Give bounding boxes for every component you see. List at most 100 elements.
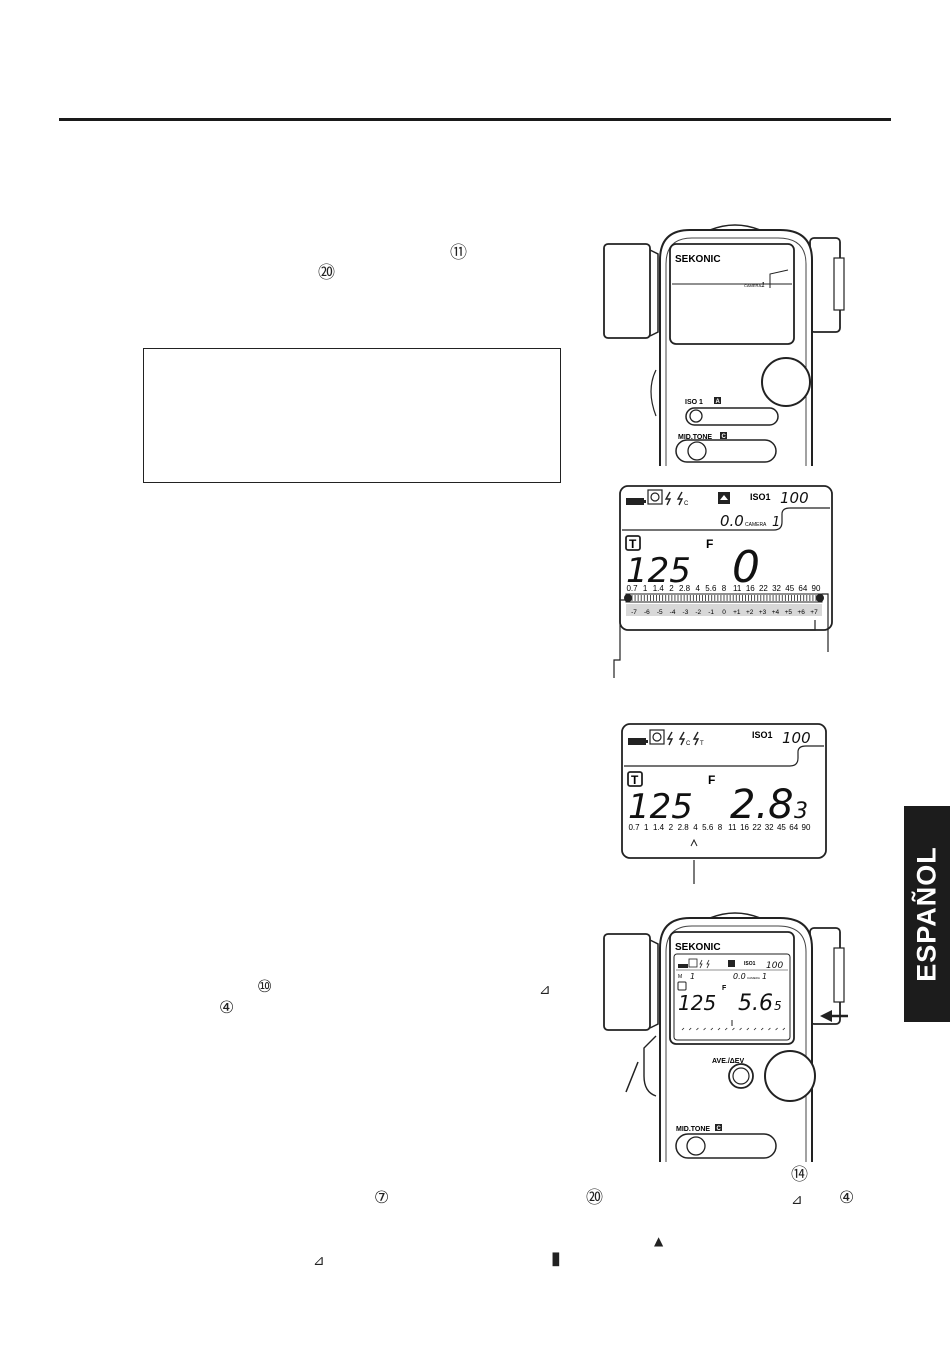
callout-20b: ⑳ bbox=[586, 1188, 603, 1208]
delta-symbol: ⊿ bbox=[539, 982, 551, 998]
lcd2-fstop-label-4: 2.8 bbox=[678, 823, 690, 832]
lcd1-ev-label-4: -3 bbox=[683, 609, 689, 616]
lcd2-aperture-tenths: 3 bbox=[794, 799, 808, 824]
callout-4: ④ bbox=[219, 998, 235, 1018]
lcd2-fstop-label-5: 4 bbox=[693, 823, 698, 832]
brand-logo: SEKONIC bbox=[675, 942, 721, 953]
svg-text:C: C bbox=[684, 501, 689, 507]
lcd2-aperture: 2.8 bbox=[730, 782, 794, 828]
lcd1-ev-label-10: +3 bbox=[759, 609, 767, 616]
lcd1-shutter: 125 bbox=[626, 551, 691, 591]
callout-14: ⑭ bbox=[791, 1165, 808, 1185]
meter-illustration-top: SEKONIC CAMERA 1 ISO 1 A MID.TONE C bbox=[603, 224, 845, 466]
lcd1-fstop-label-4: 2.8 bbox=[679, 584, 691, 593]
camera-label: CAMERA bbox=[744, 283, 761, 288]
pointer-arrow bbox=[820, 1010, 832, 1022]
lcd1-fstop-label-9: 16 bbox=[746, 584, 755, 593]
lcd2-shutter: 125 bbox=[628, 787, 693, 827]
lcd1-fstop-label-0: 0.7 bbox=[626, 584, 638, 593]
lcd1-ev-label-0: -7 bbox=[631, 609, 637, 616]
lcd1-camera-label: CAMERA bbox=[745, 522, 767, 528]
battery-icon bbox=[628, 738, 646, 745]
lcd1-ev-label-2: -5 bbox=[657, 609, 663, 616]
note-box bbox=[143, 348, 561, 483]
lcd2-fstop-label-9: 16 bbox=[740, 823, 749, 832]
iso-badge-letter: A bbox=[716, 399, 721, 405]
lcd2-fstop-label-10: 22 bbox=[752, 823, 761, 832]
delta-symbol-2: ⊿ bbox=[791, 1192, 803, 1208]
iso-badge bbox=[714, 397, 721, 404]
midtone-button-dot bbox=[687, 441, 707, 461]
lcd3-aperture: 5.6 bbox=[738, 991, 773, 1016]
lcd1-f-label: F bbox=[706, 537, 713, 551]
meter-illustration-bottom: SEKONIC ISO1 100 M 1 0.0 CAMERA 1 F 125 … bbox=[603, 912, 848, 1162]
flash-cord-icon bbox=[678, 731, 686, 746]
iso-button-label: ISO 1 bbox=[685, 399, 703, 406]
callout-7: ⑦ bbox=[374, 1188, 390, 1208]
lcd1-mode-letter: T bbox=[629, 537, 637, 551]
midtone-badge bbox=[720, 432, 727, 439]
lcd2-blink-indicator bbox=[690, 838, 698, 847]
lcd2-fstop-label-11: 32 bbox=[765, 823, 774, 832]
header-rule bbox=[59, 118, 891, 121]
lcd1-ev-label-6: -1 bbox=[708, 609, 714, 616]
lcd2-fstop-label-8: 11 bbox=[728, 823, 737, 832]
lcd2-fstop-label-6: 5.6 bbox=[702, 823, 714, 832]
lcd1-ev-label-5: -2 bbox=[695, 609, 701, 616]
callout-4b: ④ bbox=[839, 1188, 855, 1208]
lcd1-scale-end-right bbox=[816, 594, 824, 602]
bar-marker-icon: ▮ bbox=[551, 1248, 561, 1269]
lcd1-fstop-label-3: 2 bbox=[669, 584, 674, 593]
lcd1-aperture: 0 bbox=[732, 542, 760, 593]
arrow-up-icon: ▲ bbox=[654, 1234, 664, 1248]
lcd1-ev-label-9: +2 bbox=[746, 609, 754, 616]
lcd1-mode-badge bbox=[625, 535, 641, 551]
ambient-mode-icon bbox=[647, 489, 663, 505]
language-tab: ESPAÑOL bbox=[904, 806, 950, 1022]
lcd1-ev-label-13: +6 bbox=[797, 609, 805, 616]
lcd1-fstop-label-10: 22 bbox=[759, 584, 768, 593]
lcd1-ev-label-11: +4 bbox=[772, 609, 780, 616]
lcd3-mode-badge bbox=[677, 981, 687, 991]
lcd1-ev-label-12: +5 bbox=[785, 609, 793, 616]
svg-text:T: T bbox=[700, 741, 704, 747]
lcd1-ev-scale-bg bbox=[626, 604, 822, 616]
lcd1-fstop-label-12: 45 bbox=[785, 584, 794, 593]
lcd1-fstop-label-8: 11 bbox=[733, 584, 742, 593]
lcd1-fstop-label-2: 1.4 bbox=[653, 584, 665, 593]
lcd3-camera-label: CAMERA bbox=[747, 976, 760, 980]
flash-icon bbox=[666, 731, 674, 746]
camera-value: 1 bbox=[761, 282, 765, 289]
lcd1-fstop-label-5: 4 bbox=[695, 584, 700, 593]
lcd1-iso-label: ISO1 bbox=[750, 492, 771, 502]
callout-20: ⑳ bbox=[318, 263, 335, 283]
lcd1-ev-label-3: -4 bbox=[670, 609, 676, 616]
lcd1-ev-offset: 0.0 bbox=[720, 512, 744, 530]
lcd1-camera-value: 1 bbox=[772, 515, 780, 530]
lcd1-fstop-label-6: 5.6 bbox=[705, 584, 717, 593]
lcd3-m-value: 1 bbox=[690, 972, 695, 981]
lcd2-iso-label: ISO1 bbox=[752, 730, 773, 740]
lcd1-fstop-label-1: 1 bbox=[643, 584, 648, 593]
lcd3-iso-label: ISO1 bbox=[744, 961, 756, 967]
lcd1-iso-value: 100 bbox=[780, 489, 809, 507]
flash-multi-icon bbox=[692, 731, 700, 746]
delta-symbol-3: ⊿ bbox=[313, 1253, 325, 1269]
midtone-button-label: MID.TONE bbox=[678, 434, 712, 441]
iso-button[interactable] bbox=[685, 407, 779, 426]
midtone-badge-letter: C bbox=[717, 1126, 722, 1132]
midtone-button-label: MID.TONE bbox=[676, 1126, 710, 1133]
lcd2-mode-badge bbox=[627, 771, 643, 787]
ambient-mode-icon bbox=[649, 729, 665, 745]
lcd1-ev-label-8: +1 bbox=[733, 609, 741, 616]
midtone-badge-letter: C bbox=[722, 434, 727, 440]
lcd1-ev-label-1: -6 bbox=[644, 609, 650, 616]
lcd1-fstop-label-13: 64 bbox=[798, 584, 807, 593]
brand-logo: SEKONIC bbox=[675, 254, 721, 265]
iso-button-dot bbox=[689, 409, 703, 423]
lcd2-fstop-label-14: 90 bbox=[802, 823, 811, 832]
